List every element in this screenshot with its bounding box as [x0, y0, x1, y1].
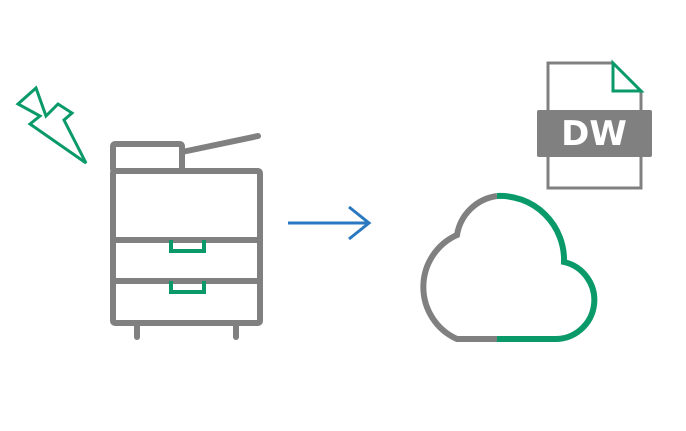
file-type-label: DW: [561, 114, 627, 154]
cloud-icon: [420, 192, 598, 343]
lightning-icon: [15, 85, 88, 165]
printer-icon: [110, 133, 263, 340]
arrow-right-icon: [288, 205, 372, 241]
file-type-badge: [537, 110, 652, 157]
file-icon: DW: [537, 59, 652, 190]
